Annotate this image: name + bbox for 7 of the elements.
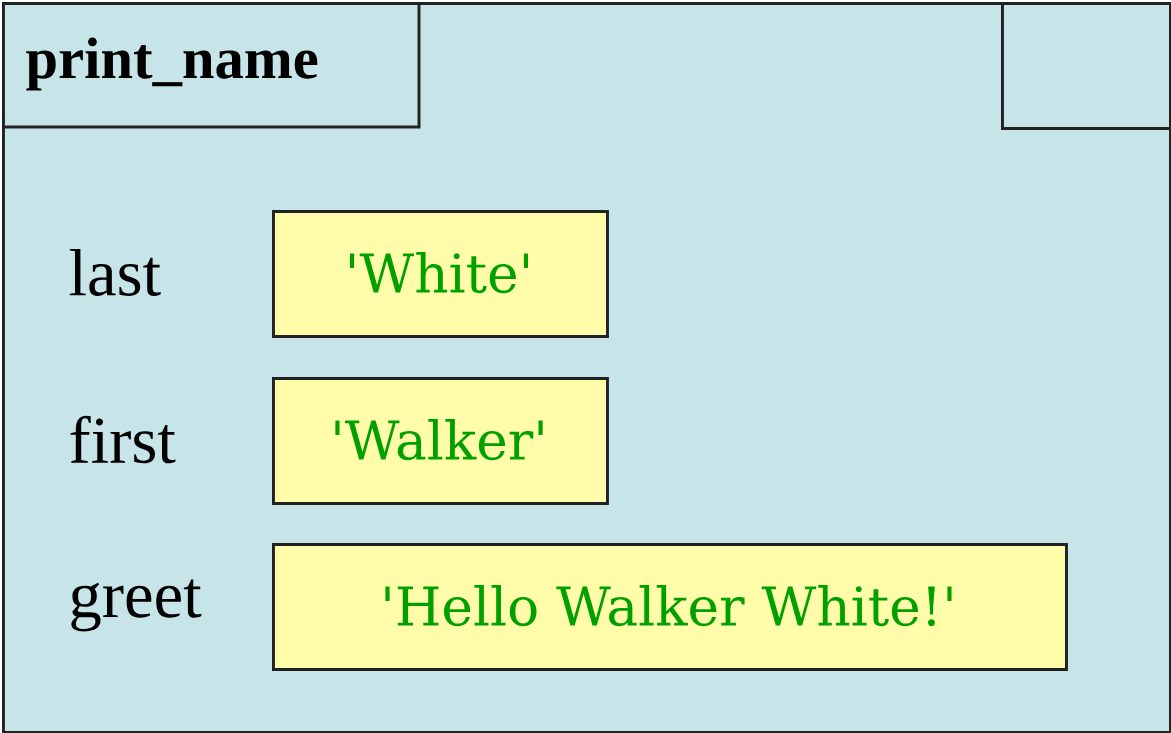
value-box: 'Walker' <box>272 377 609 505</box>
variable-name: first <box>70 415 176 464</box>
empty-box <box>1001 2 1171 130</box>
value-box: 'White' <box>272 210 609 338</box>
variable-name: greet <box>71 579 202 632</box>
value-box: 'Hello Walker White!' <box>272 543 1068 671</box>
variable-name: last <box>69 249 161 296</box>
